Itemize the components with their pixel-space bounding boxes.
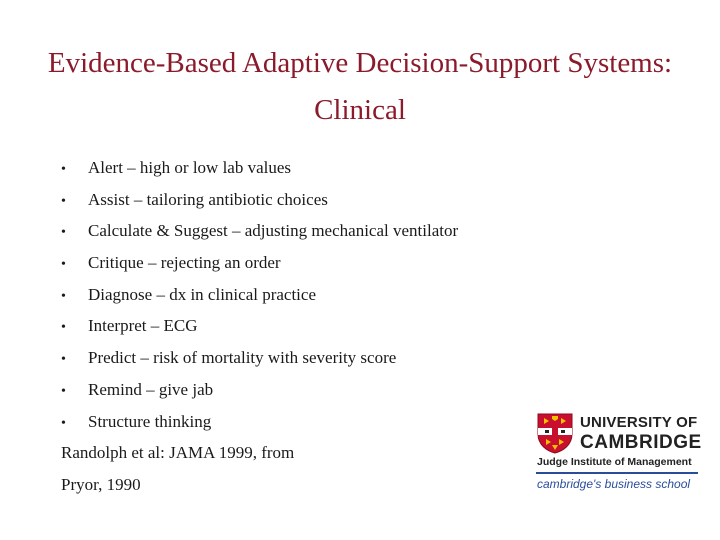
bullet-text: Diagnose – dx in clinical practice	[88, 284, 316, 304]
bullet-icon: •	[61, 162, 66, 177]
bullet-icon: •	[61, 352, 66, 368]
title-line-1: Evidence-Based Adaptive Decision-Support…	[47, 47, 673, 79]
logo-judge-institute: Judge Institute of Management	[537, 456, 692, 468]
bullet-icon: •	[61, 193, 66, 209]
bullet-icon: •	[61, 383, 66, 399]
bullet-item-calculate: • Calculate & Suggest – adjusting mechani…	[61, 215, 458, 247]
bullet-item-critique: • Critique – rejecting an order	[61, 247, 458, 279]
bullet-icon: •	[61, 257, 66, 273]
bullet-text: Critique – rejecting an order	[88, 253, 281, 273]
logo-cambridge: CAMBRIDGE	[580, 432, 702, 453]
logo-university-of: UNIVERSITY OF	[580, 414, 698, 431]
bullet-text: Structure thinking	[88, 411, 212, 431]
bullet-text: Predict – risk of mortality with severit…	[88, 348, 397, 368]
bullet-text: Alert – high or low lab values	[88, 158, 292, 177]
bullet-item-remind: • Remind – give jab	[61, 374, 458, 406]
slide-title: Evidence-Based Adaptive Decision-Support…	[40, 40, 680, 134]
bullet-item-predict: • Predict – risk of mortality with severi…	[61, 342, 458, 374]
bullet-item-interpret: • Interpret – ECG	[61, 310, 458, 342]
bullet-text: Assist – tailoring antibiotic choices	[88, 189, 328, 209]
bullet-text: Calculate & Suggest – adjusting mechanic…	[88, 221, 459, 241]
bullet-item-assist: • Assist – tailoring antibiotic choices	[61, 184, 458, 216]
university-shield-icon	[537, 413, 573, 454]
bullet-icon: •	[61, 415, 66, 431]
cambridge-logo: UNIVERSITY OF CAMBRIDGE Judge Institute …	[536, 412, 701, 496]
logo-business-school: cambridge's business school	[537, 477, 691, 491]
bullet-icon: •	[61, 225, 66, 241]
bullet-text: Interpret – ECG	[88, 316, 198, 336]
bullet-item-structure: • Structure thinking	[61, 406, 458, 438]
bullet-list: • Alert – high or low lab values • Assist …	[61, 152, 458, 437]
citation-line-2: Pryor, 1990	[61, 475, 141, 494]
bullet-item-alert: • Alert – high or low lab values	[61, 152, 458, 184]
citation: Randolph et al: JAMA 1999, from Pryor, 1…	[61, 437, 294, 501]
bullet-icon: •	[61, 320, 66, 336]
title-line-2: Clinical	[314, 94, 406, 126]
bullet-text: Remind – give jab	[88, 379, 214, 399]
bullet-icon: •	[61, 288, 66, 304]
bullet-item-diagnose: • Diagnose – dx in clinical practice	[61, 279, 458, 311]
logo-divider	[536, 472, 698, 474]
citation-line-1: Randolph et al: JAMA 1999, from	[61, 443, 295, 462]
